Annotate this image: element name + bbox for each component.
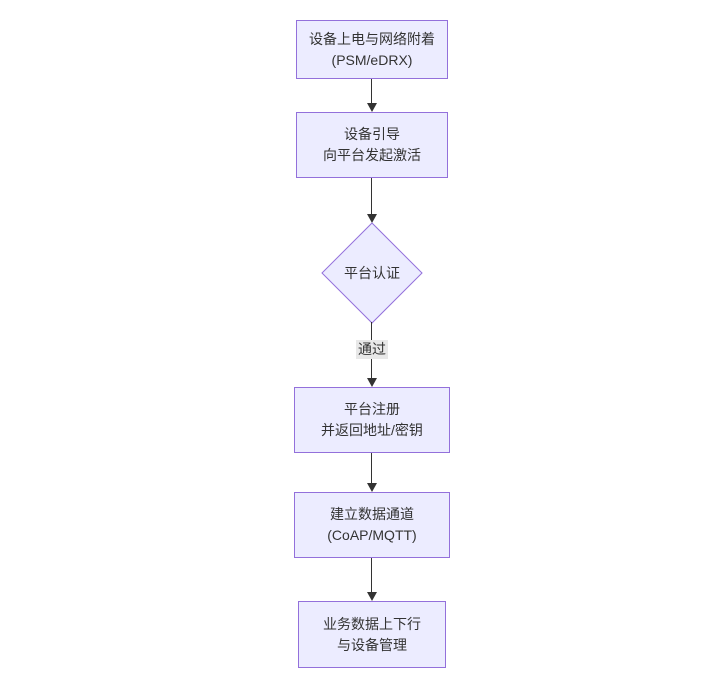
node-label-line: 向平台发起激活 [323, 147, 421, 163]
arrow-a-b-head [367, 103, 377, 112]
arrow-a-b-line [371, 79, 372, 103]
node-label-line: (PSM/eDRX) [331, 51, 413, 68]
node-platform-auth-decision: 平台认证 [321, 222, 423, 324]
edge-label-pass: 通过 [356, 340, 388, 359]
node-label-line: 建立数据通道 [330, 506, 414, 522]
arrow-d-e-head [367, 483, 377, 492]
node-label-line: 设备上电与网络附着 [309, 30, 435, 47]
node-device-bootstrap: 设备引导 向平台发起激活 [296, 112, 448, 178]
arrow-e-f-line [371, 558, 372, 592]
node-label-line: 平台注册 [344, 401, 400, 417]
diamond-shape [321, 222, 423, 324]
node-data-channel: 建立数据通道 (CoAP/MQTT) [294, 492, 450, 558]
node-business-data-device-mgmt: 业务数据上下行 与设备管理 [298, 601, 446, 668]
node-label-line: (CoAP/MQTT) [327, 527, 417, 543]
arrow-d-e-line [371, 453, 372, 483]
node-label-line: 业务数据上下行 [323, 615, 421, 632]
arrow-b-c-line [371, 178, 372, 214]
arrow-b-c-head [367, 214, 377, 223]
node-power-on-network-attach: 设备上电与网络附着 (PSM/eDRX) [296, 20, 448, 79]
node-label-line: 平台认证 [344, 265, 400, 281]
arrow-c-d-head [367, 378, 377, 387]
node-platform-register: 平台注册 并返回地址/密钥 [294, 387, 450, 453]
arrow-e-f-head [367, 592, 377, 601]
node-label-line: 与设备管理 [337, 636, 407, 653]
node-label-line: 并返回地址/密钥 [321, 422, 423, 438]
node-label-line: 设备引导 [344, 126, 400, 142]
